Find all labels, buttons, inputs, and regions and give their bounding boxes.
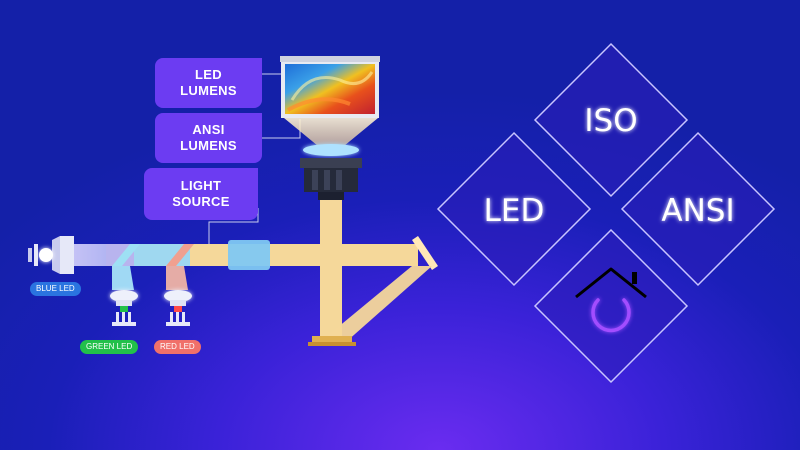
green-led-tag: GREEN LED [80,340,139,354]
diamond-iso-label: ISO [584,103,637,139]
return-beam [320,266,432,342]
power-home-icon [575,267,647,333]
fold-mirror [412,236,438,270]
projection-lens [300,144,362,200]
diamond-led: LED [436,131,592,287]
ansi-lumens-label: ANSI LUMENS [155,113,262,163]
light-source-label: LIGHT SOURCE [144,168,258,220]
blue-led-tag: BLUE LED [30,282,81,296]
main-beam [190,244,418,266]
blue-led-source [28,236,110,274]
diamond-power [533,228,689,384]
diamond-led-label: LED [484,193,545,229]
green-led-beam [112,266,134,290]
red-led-tag: RED LED [154,340,201,354]
projection-cone [284,118,378,146]
diamond-ansi: ANSI [620,131,776,287]
projection-screen [280,56,380,118]
relay-lens [228,240,270,270]
dmd-chip [308,336,356,346]
diamond-iso: ISO [533,42,689,198]
green-led-module [110,290,138,326]
red-led-beam [166,266,188,290]
red-dichroic-mirror [166,244,194,266]
led-lumens-label: LED LUMENS [155,58,262,108]
diamond-ansi-label: ANSI [661,193,734,229]
blue-dichroic-mirror [112,244,140,266]
red-led-module [164,290,192,326]
beam-to-lens [320,200,342,342]
